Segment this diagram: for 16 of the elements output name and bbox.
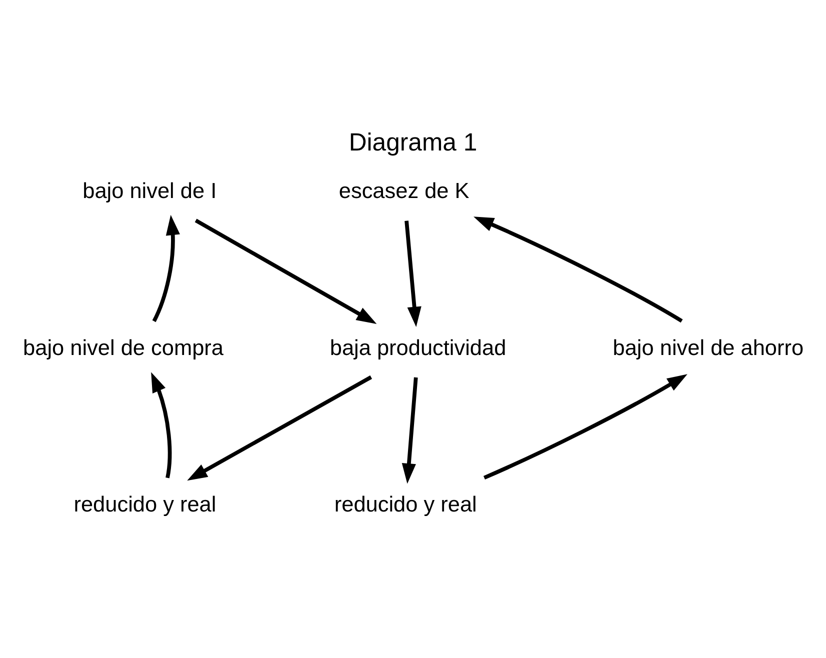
arrow — [483, 374, 688, 480]
diagram-title: Diagrama 1 — [348, 129, 478, 156]
arrow — [187, 375, 372, 481]
node-text: baja productividad — [330, 334, 506, 360]
arrow — [194, 218, 377, 324]
arrow — [151, 372, 172, 478]
node-text: escasez de K — [338, 178, 470, 204]
node-text: reducido y real — [334, 492, 477, 517]
node-text: bajo nivel de ahorro — [612, 334, 804, 360]
node-text: bajo nivel de compra — [23, 334, 224, 360]
arrow — [404, 220, 422, 328]
arrow — [402, 377, 418, 484]
node-text: reducido y real — [74, 492, 216, 517]
node-text: bajo nivel de I — [82, 178, 217, 204]
arrow — [474, 216, 683, 323]
arrow — [152, 214, 180, 322]
